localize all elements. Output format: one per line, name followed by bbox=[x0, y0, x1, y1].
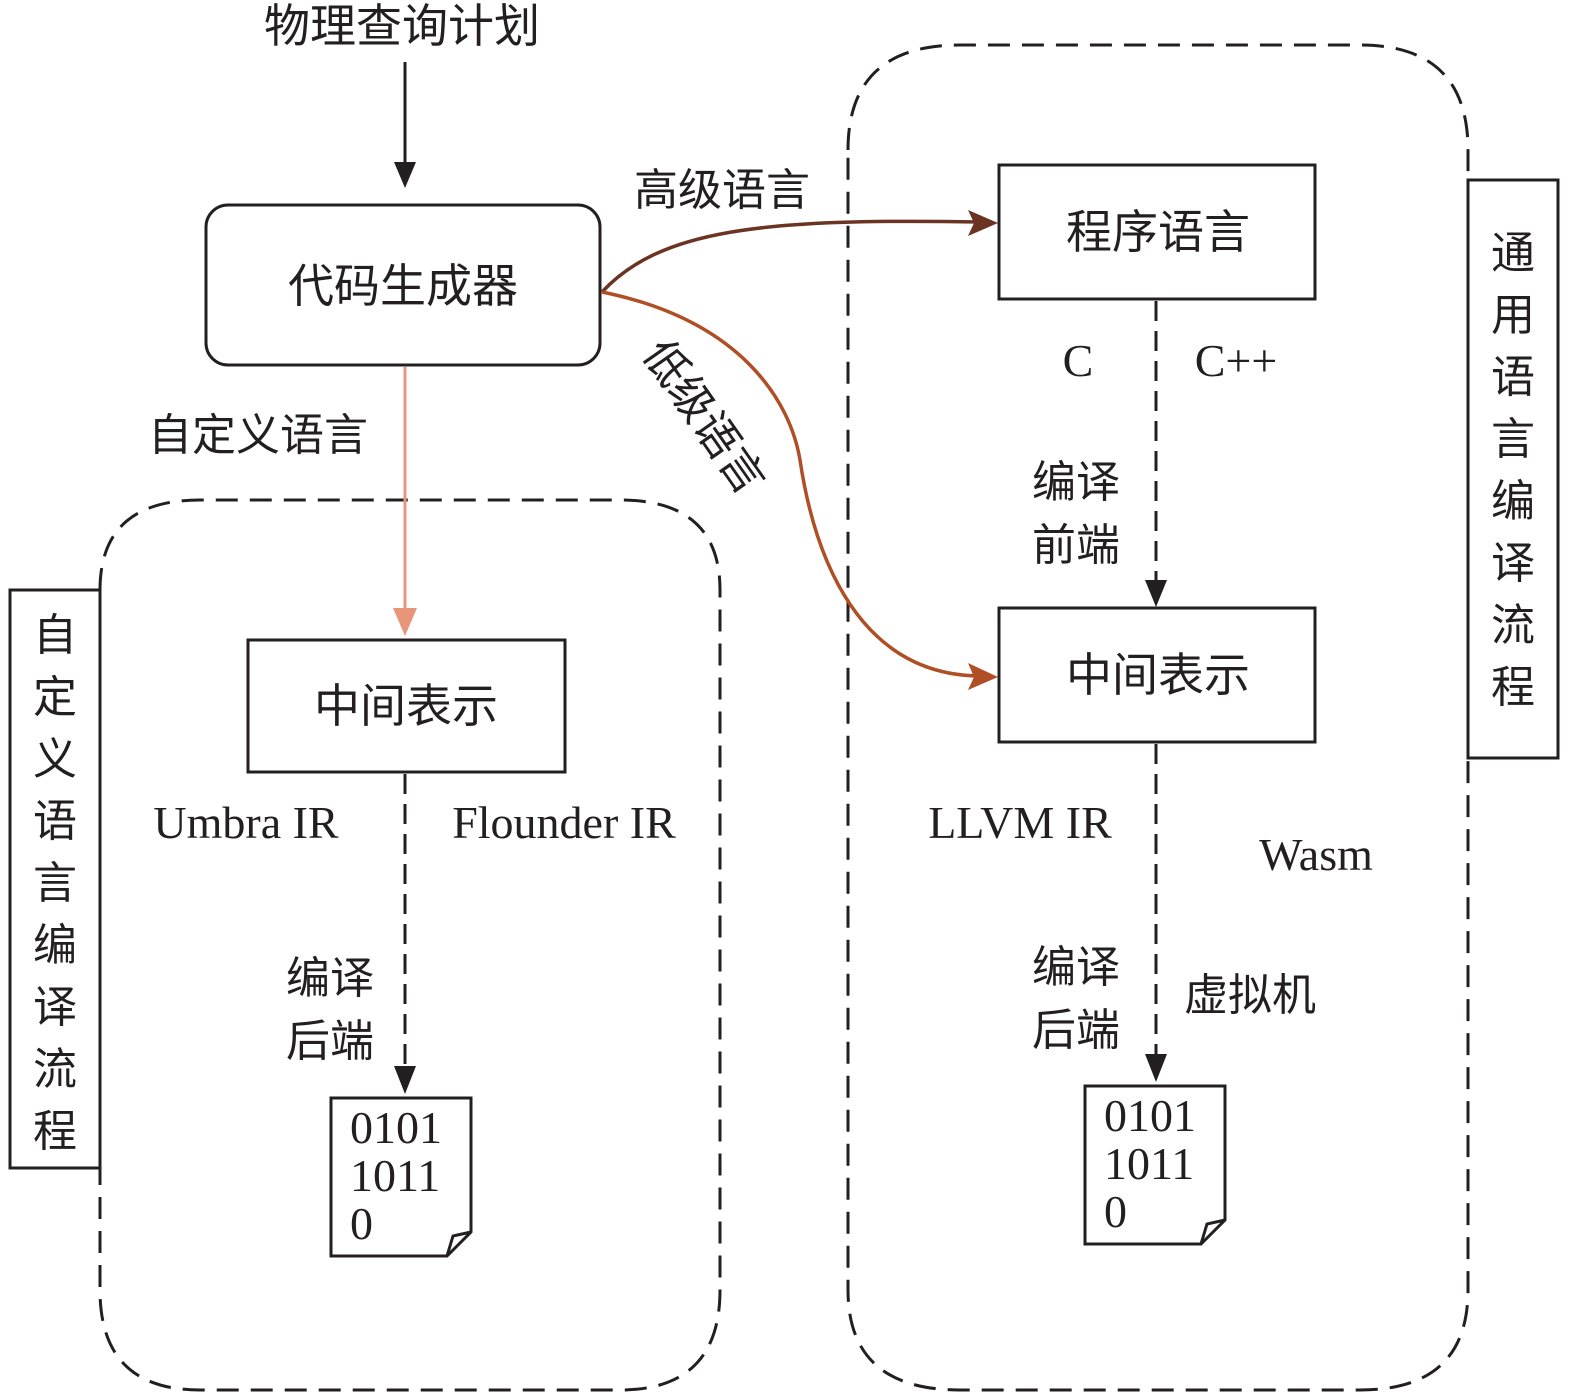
left-backend-label-2: 后端 bbox=[286, 1016, 374, 1067]
title-arrowhead bbox=[394, 162, 416, 188]
high-level-label: 高级语言 bbox=[634, 165, 810, 216]
vertical-label-char: 程 bbox=[33, 1106, 77, 1157]
program-language-node[interactable] bbox=[997, 163, 1317, 301]
binary-line: 0 bbox=[1104, 1186, 1127, 1237]
flounder-ir-label: Flounder IR bbox=[452, 797, 676, 848]
vertical-label-char: 译 bbox=[1491, 538, 1535, 589]
low-level-label: 低级语言 bbox=[632, 331, 775, 504]
low-level-arrowhead bbox=[968, 663, 998, 690]
vertical-label-char: 程 bbox=[1491, 662, 1535, 713]
right-backend-label-2: 后端 bbox=[1032, 1005, 1120, 1056]
diagram-title: 物理查询计划 bbox=[264, 0, 540, 53]
ir-right-node[interactable] bbox=[997, 606, 1317, 744]
wasm-label: Wasm bbox=[1259, 829, 1373, 880]
binary-line: 1011 bbox=[350, 1150, 440, 1201]
code-generator-node[interactable] bbox=[204, 203, 602, 367]
ir-left-label: 中间表示 bbox=[314, 679, 498, 733]
vertical-label-char: 编 bbox=[33, 920, 77, 971]
right-backend-label-1: 编译 bbox=[1032, 942, 1120, 993]
custom-language-label: 自定义语言 bbox=[148, 410, 368, 461]
vertical-label-char: 言 bbox=[33, 858, 77, 909]
general-flow-region bbox=[846, 43, 1470, 1392]
vertical-label-char: 通 bbox=[1491, 228, 1535, 279]
binary-line: 0101 bbox=[350, 1102, 442, 1153]
frontend-label-1: 编译 bbox=[1032, 457, 1120, 508]
ir-left-node[interactable] bbox=[246, 638, 567, 774]
vertical-label-char: 译 bbox=[33, 982, 77, 1033]
left-file-fold bbox=[445, 1230, 472, 1257]
ir-right-label: 中间表示 bbox=[1066, 648, 1250, 702]
binary-line: 0101 bbox=[1104, 1090, 1196, 1141]
frontend-label-2: 前端 bbox=[1032, 520, 1120, 571]
custom-language-arrowhead bbox=[393, 608, 417, 636]
low-level-arrow bbox=[601, 290, 981, 678]
binary-line: 1011 bbox=[1104, 1138, 1194, 1189]
program-language-label: 程序语言 bbox=[1066, 205, 1250, 259]
left-backend-arrowhead bbox=[394, 1066, 416, 1094]
high-level-arrow bbox=[600, 219, 981, 294]
vertical-label-char: 语 bbox=[33, 796, 77, 847]
vm-label: 虚拟机 bbox=[1184, 970, 1316, 1021]
lang-c-label: C bbox=[1063, 335, 1094, 386]
vertical-label-char: 流 bbox=[1491, 600, 1535, 651]
vertical-label-char: 自 bbox=[33, 610, 77, 661]
code-generator-label: 代码生成器 bbox=[288, 259, 518, 313]
left-backend-label-1: 编译 bbox=[286, 953, 374, 1004]
general-flow-label-box bbox=[1466, 178, 1560, 760]
vertical-label-char: 义 bbox=[33, 734, 77, 785]
vertical-label-char: 语 bbox=[1491, 352, 1535, 403]
right-binary-file-icon bbox=[1083, 1084, 1227, 1246]
vertical-label-char: 编 bbox=[1491, 476, 1535, 527]
vertical-label-char: 定 bbox=[33, 672, 77, 723]
llvm-ir-label: LLVM IR bbox=[928, 797, 1112, 848]
vertical-label-char: 用 bbox=[1491, 290, 1535, 341]
frontend-arrowhead bbox=[1145, 580, 1167, 607]
right-backend-arrowhead bbox=[1145, 1054, 1167, 1082]
umbra-ir-label: Umbra IR bbox=[153, 797, 339, 848]
vertical-label-char: 流 bbox=[33, 1044, 77, 1095]
left-binary-file-icon bbox=[329, 1096, 473, 1258]
custom-flow-region bbox=[98, 498, 722, 1392]
custom-flow-label-box bbox=[8, 588, 102, 1170]
binary-line: 0 bbox=[350, 1198, 373, 1249]
lang-cpp-label: C++ bbox=[1195, 335, 1278, 386]
vertical-label-char: 言 bbox=[1491, 414, 1535, 465]
right-file-fold bbox=[1199, 1218, 1226, 1245]
high-level-arrowhead bbox=[968, 210, 998, 236]
